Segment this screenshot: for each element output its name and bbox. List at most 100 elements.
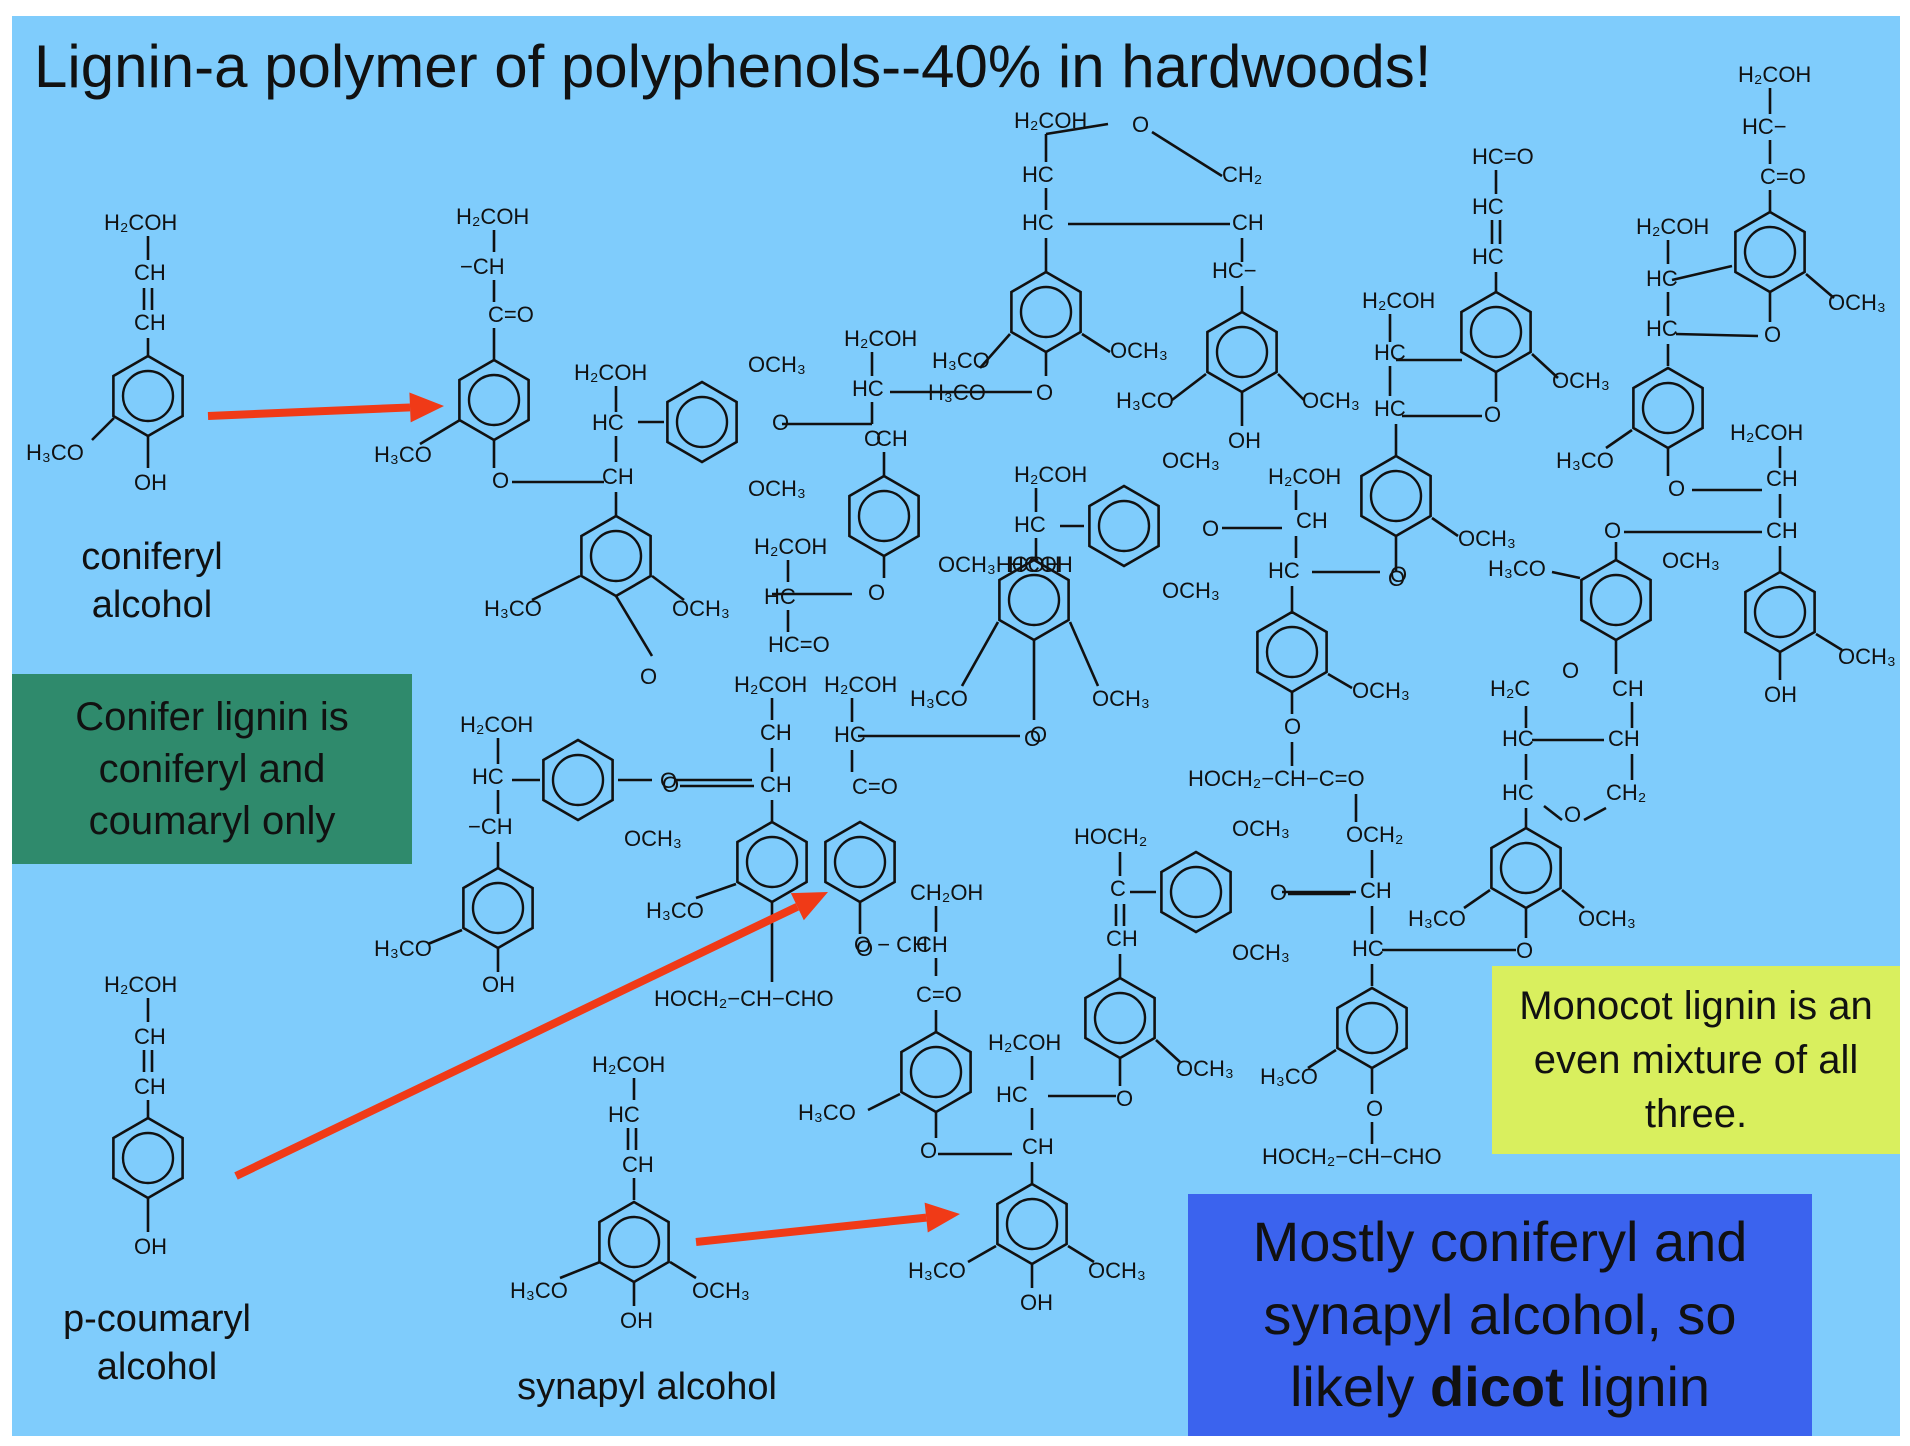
atom-label: H₂COH bbox=[1730, 420, 1803, 445]
atom-label: H₃CO bbox=[1556, 448, 1614, 473]
atom-label: H₂COH bbox=[754, 534, 827, 559]
benzene-ring bbox=[542, 738, 614, 822]
aromatic-circle bbox=[1005, 1197, 1059, 1251]
atom-label: OCH₃ bbox=[1162, 448, 1220, 473]
atom-label: H₂COH bbox=[1738, 62, 1811, 87]
atom-label: H₂COH bbox=[460, 712, 533, 737]
atom-label: OH bbox=[1764, 682, 1797, 707]
bond-line bbox=[1431, 516, 1459, 538]
reaction-arrow bbox=[695, 1213, 927, 1246]
monocot-lignin-note-text: Monocot lignin is an even mixture of all… bbox=[1519, 984, 1873, 1136]
bond-line bbox=[651, 574, 685, 602]
atom-label: O bbox=[492, 468, 509, 493]
atom-label: CH bbox=[622, 1152, 654, 1177]
atom-label: HC bbox=[1374, 396, 1406, 421]
aromatic-circle bbox=[1097, 499, 1151, 553]
benzene-ring bbox=[1088, 484, 1160, 568]
atom-label: O bbox=[920, 1138, 937, 1163]
bond-line bbox=[91, 417, 115, 441]
bond-line bbox=[1671, 264, 1733, 282]
atom-label: OCH₃ bbox=[624, 826, 682, 851]
atom-label: O − CH bbox=[854, 932, 928, 957]
atom-label: H₃CO bbox=[374, 442, 432, 467]
aromatic-circle bbox=[1499, 841, 1553, 895]
atom-label: OCH₃ bbox=[1458, 526, 1516, 551]
atom-label: −CH bbox=[468, 814, 513, 839]
bond-line bbox=[1171, 372, 1207, 402]
atom-label: C bbox=[1110, 876, 1126, 901]
atom-label: O bbox=[1202, 516, 1219, 541]
atom-label: HC=O bbox=[768, 632, 830, 657]
reaction-arrow bbox=[207, 403, 411, 420]
atom-label: H₃CO bbox=[932, 348, 990, 373]
atom-label: H₃CO bbox=[510, 1278, 568, 1303]
atom-label: OCH₂ bbox=[1346, 822, 1403, 847]
atom-label: H₂COH bbox=[592, 1052, 665, 1077]
atom-label: CH bbox=[1608, 726, 1640, 751]
atom-label: O bbox=[1668, 476, 1685, 501]
atom-label: HC bbox=[834, 722, 866, 747]
aromatic-circle bbox=[1019, 285, 1073, 339]
atom-label: CH bbox=[134, 260, 166, 285]
atom-label: CH bbox=[1766, 466, 1798, 491]
atom-label: HOCH₂−CH−C=O bbox=[1188, 766, 1365, 791]
atom-label: OCH₃ bbox=[1110, 338, 1168, 363]
atom-label: O bbox=[1516, 938, 1533, 963]
atom-label: H₃CO bbox=[908, 1258, 966, 1283]
benzene-ring bbox=[666, 380, 738, 464]
aromatic-circle bbox=[1345, 1001, 1399, 1055]
atom-label: OCH₃ bbox=[1162, 578, 1220, 603]
atom-label: OH bbox=[620, 1308, 653, 1333]
slide-title: Lignin-a polymer of polyphenols--40% in … bbox=[34, 33, 1432, 100]
atom-label: HC bbox=[852, 376, 884, 401]
bond-line bbox=[1307, 1048, 1337, 1070]
atom-label: HOCH₂ bbox=[1074, 824, 1147, 849]
atom-label: H₂COH bbox=[1268, 464, 1341, 489]
atom-label: HC bbox=[472, 764, 504, 789]
slide: H₂COH CH CH H₃CO OH H₂COH CH CH OH H₂COH HC CH H₃CO O… bbox=[12, 16, 1900, 1436]
atom-label: HC bbox=[1268, 558, 1300, 583]
arrow-head bbox=[924, 1202, 960, 1233]
atom-label: C=O bbox=[916, 982, 962, 1007]
atom-label: HC bbox=[1022, 210, 1054, 235]
dicot-note-tail: lignin bbox=[1563, 1355, 1711, 1419]
arrow-head bbox=[409, 392, 444, 423]
atom-label: C=O bbox=[488, 302, 534, 327]
atom-label: H₂COH bbox=[456, 204, 529, 229]
bond-line bbox=[1815, 632, 1843, 652]
atom-label: OCH₃ bbox=[1176, 1056, 1234, 1081]
atom-label: HC bbox=[592, 410, 624, 435]
atom-label: CH bbox=[876, 426, 908, 451]
atom-label: O bbox=[1764, 322, 1781, 347]
dicot-lignin-note-text: Mostly coniferyl and synapyl alcohol, so… bbox=[1205, 1206, 1795, 1424]
atom-label: HC bbox=[1502, 726, 1534, 751]
atom-label: OCH₃ bbox=[1662, 548, 1720, 573]
aromatic-circle bbox=[1743, 225, 1797, 279]
bond-line bbox=[531, 574, 581, 602]
atom-label: H₃CO bbox=[646, 898, 704, 923]
aromatic-circle bbox=[675, 395, 729, 449]
bond-line bbox=[967, 1244, 997, 1264]
arrow-head bbox=[790, 892, 828, 921]
atom-label: O bbox=[1036, 380, 1053, 405]
atom-label: O bbox=[1270, 880, 1287, 905]
atom-label: OH bbox=[482, 972, 515, 997]
atom-label: OH bbox=[1020, 1290, 1053, 1315]
atom-label: CH₂ bbox=[1222, 162, 1262, 187]
atom-label: HC bbox=[1646, 266, 1678, 291]
atom-label: O bbox=[856, 936, 873, 961]
atom-label: O bbox=[1564, 802, 1581, 827]
atom-label: H₂COH bbox=[104, 210, 177, 235]
bond-line bbox=[1543, 804, 1563, 822]
dicot-lignin-note: Mostly coniferyl and synapyl alcohol, so… bbox=[1188, 1194, 1812, 1436]
atom-label: OCH₃ bbox=[1578, 906, 1636, 931]
aromatic-circle bbox=[467, 373, 521, 427]
bond-line bbox=[960, 621, 1000, 687]
atom-label: O bbox=[1116, 1086, 1133, 1111]
atom-label: HC bbox=[996, 1082, 1028, 1107]
atom-label: O bbox=[662, 772, 679, 797]
atom-label: H₂COH bbox=[1636, 214, 1709, 239]
bond-line bbox=[867, 1092, 901, 1112]
atom-label: OH bbox=[134, 1234, 167, 1259]
atom-label: OCH₃ bbox=[1302, 388, 1360, 413]
